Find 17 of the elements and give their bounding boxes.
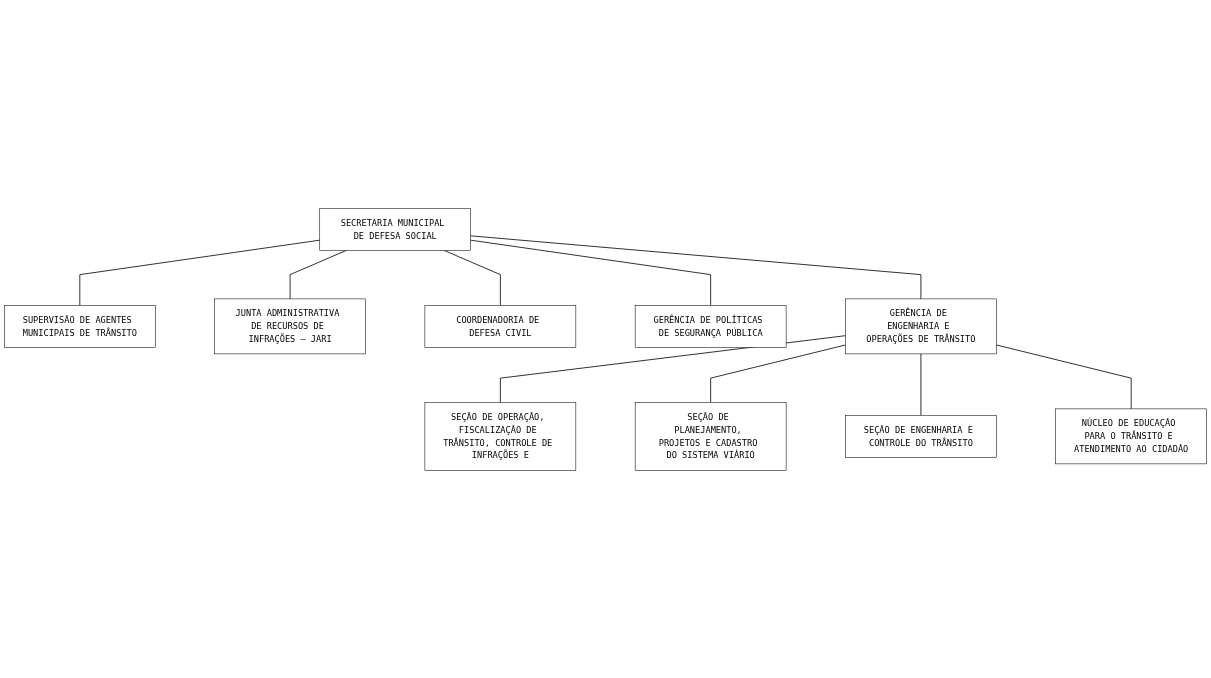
connector [470,235,922,299]
connector [470,239,712,306]
node-box: SUPERVISÃO DE AGENTES MUNICIPAIS DE TRÂNSITO [4,304,156,348]
connector [79,239,321,306]
node-box: SEÇÃO DE ENGENHARIA E CONTROLE DO TRÂNSITO [845,414,997,458]
connector [710,344,846,403]
node-box: GERÊNCIA DE POLÍTICAS DE SEGURANÇA PÚBLICA [634,304,787,348]
connector [499,334,846,403]
node-box: SECRETARIA MUNICIPAL DE DEFESA SOCIAL [319,207,471,251]
node-box: GERÊNCIA DE ENGENHARIA E OPERAÇÕES DE TRÂNSITO [845,298,997,354]
node-box: JUNTA ADMINISTRATIVA DE RECURSOS DE INFRAÇÕES – JARI [214,298,366,354]
node-box: COORDENADORIA DE DEFESA CIVIL [424,304,577,348]
node-box: SEÇÃO DE PLANEJAMENTO, PROJETOS E CADASTRO DO SISTEMA VIÁRIO [634,401,787,471]
connector [289,249,347,299]
connector [996,344,1132,409]
node-box: NÚCLEO DE EDUCAÇÃO PARA O TRÂNSITO E ATENDIMENTO AO CIDADÃO [1055,408,1207,464]
node-box: SEÇÃO DE OPERAÇÃO, FISCALIZAÇÃO DE TRÂNSITO, CONTROLE DE INFRAÇÕES E [424,401,577,471]
